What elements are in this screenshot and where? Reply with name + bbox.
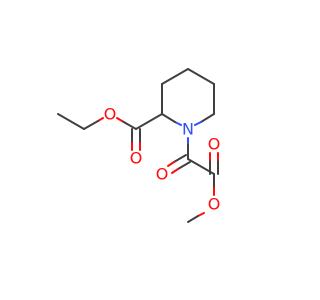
bond-ring-n-c2-n-side: [174, 121, 182, 126]
bond-ring-n-c2: [161, 113, 176, 123]
ethyl-ester-group: [57, 113, 163, 151]
bond-methoxy-o-ch3-o: [197, 212, 205, 217]
bond-ester-c-o-single-o: [116, 117, 123, 122]
atom-n-ring: N: [182, 120, 194, 139]
methyl-oxalyl-group: [167, 137, 219, 223]
bond-keto-c-o-double-a-o: [167, 161, 175, 167]
bond-ring-c6-n: [200, 113, 215, 123]
bond-ethoxy-o-ch2: [83, 120, 99, 130]
bond-ring-c3-c4: [161, 68, 189, 85]
atom-o-ethoxy: O: [104, 105, 117, 124]
bond-keto-c-o-double-b: [177, 161, 191, 170]
bond-ring-c4-c5: [187, 68, 215, 85]
bond-ethyl-ch2-ch3: [57, 113, 85, 130]
atom-labels: O O N O O O: [104, 105, 221, 214]
bond-methoxy-o-ch3: [187, 215, 199, 223]
bond-keto-c-o-double-a: [173, 154, 187, 163]
bond-ring-c6-n-n-side: [194, 121, 202, 126]
atom-o-ester-carbonyl: O: [130, 149, 143, 168]
atom-o-keto: O: [156, 165, 169, 184]
piperidine-ring: [161, 68, 215, 126]
atom-o-methoxy: O: [208, 195, 221, 214]
molecule-structure: O O N O O O: [57, 68, 221, 223]
bond-keto-c-o-double-b-o: [171, 168, 179, 174]
atom-o-methyl-ester-carbonyl: O: [208, 135, 221, 154]
bond-ester-c-o-single: [121, 120, 137, 130]
bond-c2-ester-carbon: [135, 113, 163, 130]
